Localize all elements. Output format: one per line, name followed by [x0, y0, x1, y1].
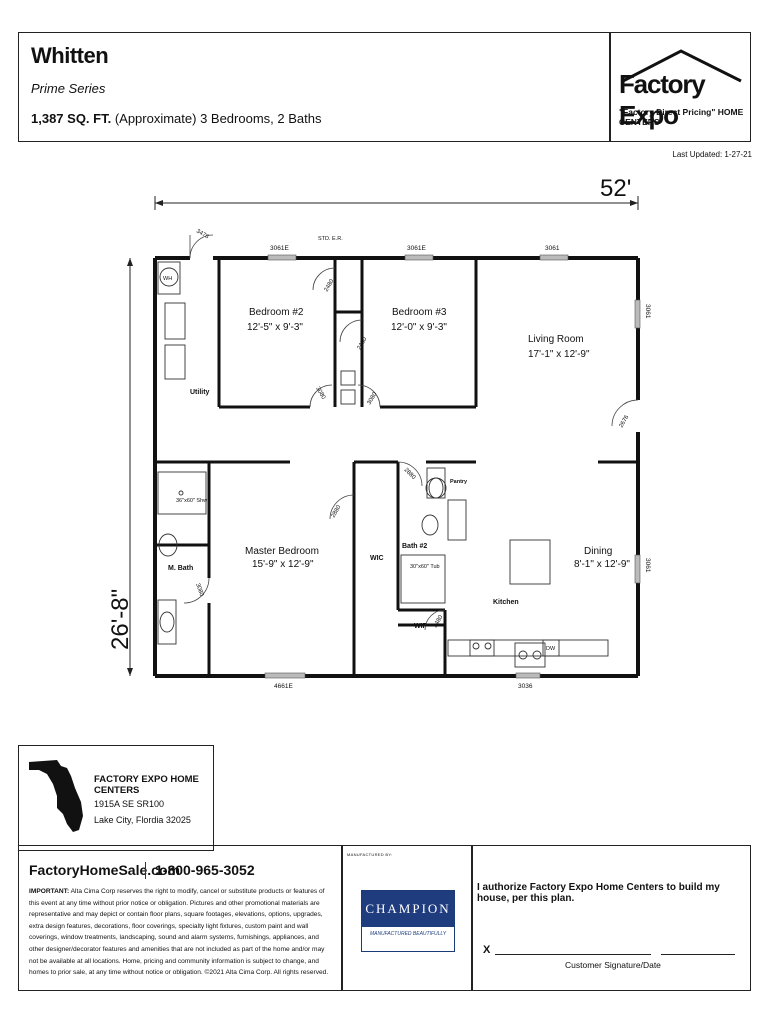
last-updated: Last Updated: 1-27-21: [672, 150, 752, 159]
utility-label: Utility: [190, 389, 210, 396]
toilet-icon: [158, 533, 178, 557]
series-name: Prime Series: [31, 81, 106, 96]
wip-label: WIP: [414, 623, 428, 630]
footer-divider: [471, 846, 473, 990]
header-box: Whitten Prime Series 1,387 SQ. FT. (Appr…: [18, 32, 751, 142]
toilet-icon: [428, 477, 444, 499]
depth-dimension: 26'-8": [107, 589, 134, 650]
date-line[interactable]: [661, 954, 735, 955]
room-name: Bedroom #2: [249, 307, 304, 318]
logo-name: Factory Expo: [619, 69, 706, 130]
door-label: 2880: [331, 504, 343, 519]
window-label: 4661E: [274, 683, 293, 690]
dealer-address-line2: Lake City, Flordia 32025: [94, 815, 191, 825]
door-label: 2880: [403, 467, 417, 481]
separator: [145, 862, 146, 879]
door-label: 3080: [194, 583, 204, 598]
disclaimer-label: IMPORTANT:: [29, 888, 70, 895]
kitchen-island-icon: [509, 539, 551, 585]
wic-label: WIC: [370, 555, 384, 562]
room-size: 8'-1" x 12'-9": [574, 559, 630, 570]
footer-divider: [341, 846, 343, 990]
water-heater-icon: [157, 261, 181, 295]
dealer-name: FACTORY EXPO HOME CENTERS: [94, 774, 199, 796]
door-label: 2480: [433, 614, 445, 629]
fixture-labels: STD. E.R. WH 36"x60" Shwr. 30"x60" Tub D…: [163, 236, 556, 652]
window-label: 3061: [644, 304, 651, 319]
signature-line[interactable]: [495, 954, 651, 955]
logo-tagline: "Factory Direct Pricing" HOME CENTERS: [619, 107, 744, 127]
std-er-label: STD. E.R.: [318, 236, 343, 242]
door-swings: [183, 234, 639, 631]
door-label: 3080: [367, 391, 379, 406]
door-label: 3476: [195, 229, 210, 241]
bath2-label: Bath #2: [402, 543, 427, 550]
champion-tagline: MANUFACTURED BEAUTIFULLY: [369, 931, 447, 937]
washer-icon: [164, 302, 186, 340]
room-name: Bedroom #3: [392, 307, 447, 318]
dealer-address: 1915A SE SR100 Lake City, Flordia 32025: [94, 796, 191, 828]
champion-name: CHAMPION: [362, 891, 454, 927]
shower-label: 36"x60" Shwr.: [176, 498, 211, 504]
door-label: 3080: [314, 386, 326, 401]
windows: [264, 254, 641, 679]
phone-number[interactable]: 1-800-965-3052: [155, 862, 255, 878]
tub-label: 30"x60" Tub: [410, 564, 440, 570]
sink-icon: [514, 642, 546, 668]
room-size: 17'-1" x 12'-9": [528, 349, 590, 360]
disclaimer-body: Alta Cima Corp reserves the right to mod…: [29, 888, 329, 977]
room-size: 15'-9" x 12'-9": [252, 559, 314, 570]
window-label: 3061E: [407, 245, 426, 252]
room-size: 12'-5" x 9'-3": [247, 322, 303, 333]
header-divider: [609, 33, 611, 141]
room-name: Dining: [584, 546, 612, 557]
interior-walls: [155, 258, 638, 676]
window-label: 3061E: [270, 245, 289, 252]
window-label: 3061: [644, 558, 651, 573]
authorize-text: I authorize Factory Expo Home Centers to…: [477, 882, 720, 904]
room-name: Living Room: [528, 334, 584, 345]
sqft-rest: (Approximate) 3 Bedrooms, 2 Baths: [111, 111, 322, 126]
champion-logo: CHAMPION MANUFACTURED BEAUTIFULLY: [361, 890, 455, 952]
pantry-label: Pantry: [450, 479, 468, 485]
website-link[interactable]: FactoryHomeSale.com: [29, 862, 180, 878]
signature-x: X: [483, 944, 491, 956]
wh-label: WH: [163, 276, 172, 282]
door-label: 2676: [619, 414, 631, 429]
window-label: 3061: [545, 245, 560, 252]
room-labels: Bedroom #2 12'-5" x 9'-3" Bedroom #3 12'…: [245, 307, 630, 570]
florida-map-icon: [29, 760, 83, 832]
room-size: 12'-0" x 9'-3": [391, 322, 447, 333]
sqft-line: 1,387 SQ. FT. (Approximate) 3 Bedrooms, …: [31, 111, 321, 126]
window-labels: 3061E 3061E 3061 3061 3061 4661E 3036: [270, 245, 651, 690]
signature-caption: Customer Signature/Date: [565, 960, 661, 970]
sqft-bold: 1,387 SQ. FT.: [31, 111, 112, 126]
door-label: 2480: [357, 336, 369, 351]
footer-box: FactoryHomeSale.com 1-800-965-3052 IMPOR…: [18, 845, 751, 991]
dealer-info-box: FACTORY EXPO HOME CENTERS 1915A SE SR100…: [18, 745, 214, 851]
dw-label: DW: [546, 646, 556, 652]
logo-roof-icon: [622, 49, 742, 83]
dishwasher-icon: [542, 639, 560, 657]
model-name: Whitten: [31, 43, 109, 68]
kitchen-label: Kitchen: [493, 599, 519, 606]
range-icon: [469, 639, 495, 657]
shower-icon: [157, 471, 207, 515]
dealer-address-line1: 1915A SE SR100: [94, 799, 165, 809]
mbath-label: M. Bath: [168, 565, 193, 572]
window-label: 3036: [518, 683, 533, 690]
linen-icon: [340, 370, 356, 386]
dryer-icon: [164, 344, 186, 380]
floor-plan: 52' 26'-8": [107, 175, 651, 690]
area-labels: Utility M. Bath WIC WIP Bath #2 Kitchen …: [168, 389, 519, 630]
disclaimer-text: IMPORTANT: Alta Cima Corp reserves the r…: [29, 886, 334, 979]
room-name: Master Bedroom: [245, 546, 319, 557]
vanity-icon: [157, 599, 177, 645]
width-dimension: 52': [600, 175, 631, 202]
fixtures: [157, 261, 609, 668]
manufacturer-label: MANUFACTURED BY:: [347, 852, 393, 857]
tub-icon: [400, 554, 446, 604]
